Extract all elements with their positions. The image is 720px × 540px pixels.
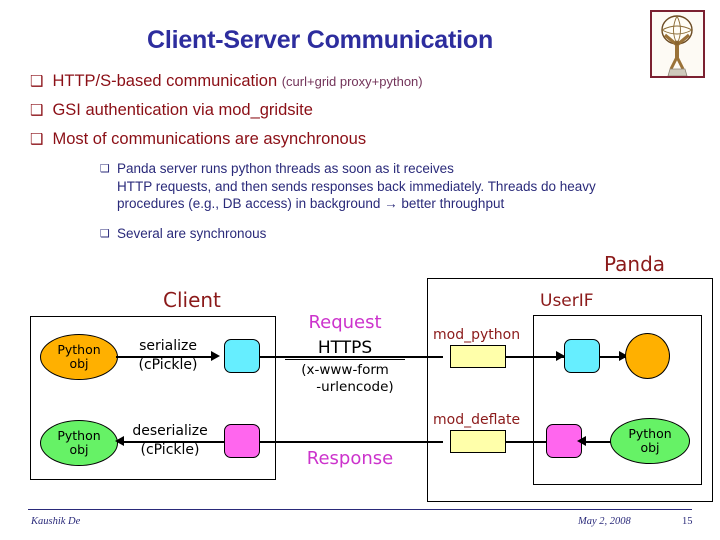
response-wire-line — [260, 441, 443, 443]
mod-python-arrow-head-icon — [556, 351, 565, 361]
userif-bottom-arrow-line — [582, 441, 612, 443]
bullet-text: Most of communications are asynchronous — [52, 130, 367, 148]
serialize-arrow-head-icon — [211, 351, 220, 361]
request-label: Request — [308, 312, 382, 333]
shape-label-line1: Python — [628, 426, 672, 441]
subbullet-line: HTTP requests, and then sends responses … — [117, 178, 596, 194]
client-python-obj-target: Python obj — [40, 420, 118, 466]
encoding-label-line1: (x-www-form — [301, 362, 389, 378]
userif-top-arrow-line — [600, 356, 626, 358]
bullet-item-2: ❑ Most of communications are asynchronous — [30, 130, 366, 149]
deserialize-label-line1: deserialize — [132, 423, 208, 439]
shape-label-line1: Python — [57, 428, 101, 443]
userif-group-title: UserIF — [540, 291, 594, 311]
panda-box — [427, 278, 713, 502]
mod-deflate-from-userif-line — [506, 441, 550, 443]
bullet-text: GSI authentication via mod_gridsite — [52, 101, 313, 119]
shape-label-line2: obj — [69, 356, 89, 371]
bullet-marker-icon: ❑ — [30, 101, 44, 119]
client-serialized-payload — [224, 339, 260, 373]
shape-label-line2: obj — [69, 442, 89, 457]
bullet-item-0: ❑ HTTP/S-based communication (curl+grid p… — [30, 72, 423, 91]
serialize-label-line2: (cPickle) — [138, 357, 198, 373]
mod-deflate-module — [450, 430, 506, 453]
page-title: Client-Server Communication — [146, 26, 494, 54]
mod-deflate-label: mod_deflate — [433, 412, 521, 428]
subbullet-marker-icon: ❑ — [100, 227, 110, 240]
atlas-statue-icon — [652, 12, 703, 77]
footer-author: Kaushik De — [31, 516, 81, 527]
client-python-obj-source: Python obj — [40, 334, 118, 380]
shape-label-line1: Python — [57, 342, 101, 357]
client-box — [30, 316, 276, 480]
deserialize-arrow-head-icon — [115, 436, 124, 446]
bullet-item-1: ❑ GSI authentication via mod_gridsite — [30, 101, 313, 120]
subbullet-item-0: ❑ Panda server runs python threads as so… — [100, 160, 717, 213]
panda-group-title: Panda — [604, 252, 666, 276]
response-label: Response — [306, 448, 394, 469]
userif-bottom-arrow-head-icon — [577, 436, 586, 446]
serialize-label-line1: serialize — [139, 338, 197, 354]
subbullet-line: Panda server runs python threads as soon… — [117, 161, 454, 176]
protocol-label: HTTPS — [285, 338, 405, 360]
serialize-arrow-line — [116, 356, 216, 358]
request-wire-line — [260, 356, 443, 358]
footer-date: May 2, 2008 — [578, 516, 631, 527]
client-response-payload — [224, 424, 260, 458]
bullet-marker-icon: ❑ — [30, 72, 44, 90]
mod-python-module — [450, 345, 506, 368]
footer-page-number: 15 — [682, 516, 693, 527]
mod-python-label: mod_python — [433, 327, 521, 343]
deserialize-label-line2: (cPickle) — [140, 442, 200, 458]
bullet-note: (curl+grid proxy+python) — [281, 74, 423, 89]
subbullet-line: procedures (e.g., DB access) in backgrou… — [117, 196, 505, 211]
subbullet-line: Several are synchronous — [117, 226, 267, 241]
userif-request-payload — [564, 339, 600, 373]
deserialize-arrow-line — [124, 441, 224, 443]
mod-python-to-userif-line — [506, 356, 569, 358]
userif-box — [533, 315, 702, 485]
userif-python-obj-in — [625, 333, 670, 379]
bullet-marker-icon: ❑ — [30, 130, 44, 148]
client-group-title: Client — [163, 288, 221, 312]
userif-top-arrow-head-icon — [619, 351, 628, 361]
encoding-label-line2: -urlencode) — [316, 379, 394, 395]
atlas-statue-logo — [650, 10, 705, 78]
shape-label-line2: obj — [640, 440, 660, 455]
subbullet-marker-icon: ❑ — [100, 162, 110, 175]
subbullet-item-1: ❑ Several are synchronous — [100, 225, 617, 243]
bullet-text: HTTP/S-based communication — [52, 72, 282, 90]
userif-python-obj-out: Python obj — [610, 418, 690, 464]
footer-divider — [28, 509, 692, 510]
